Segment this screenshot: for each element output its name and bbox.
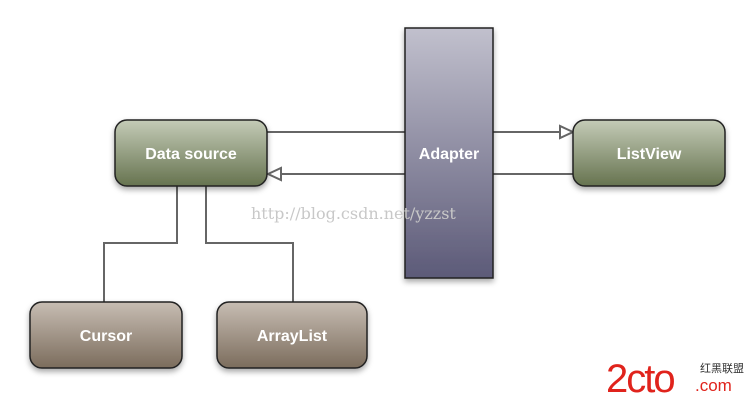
node-label: ArrayList [257,328,328,345]
logo-2cto: 2cto .com 红黑联盟 [606,357,744,401]
connector-datasource-cursor [103,186,178,302]
node-label: Cursor [80,328,132,345]
arrowhead-listview [559,124,576,140]
node-arraylist: ArrayList [216,301,368,369]
connector-datasource-arraylist [205,186,294,302]
node-listview: ListView [572,119,726,187]
logo-suffix: .com [695,376,732,395]
arrowhead-datasource [265,166,282,182]
logo-tagline: 红黑联盟 [700,362,744,375]
connectors [103,131,573,302]
logo-main: 2cto [606,357,674,401]
node-adapter: Adapter [404,27,494,279]
node-label: ListView [617,146,682,163]
node-cursor: Cursor [29,301,183,369]
node-data-source: Data source [114,119,268,187]
node-label: Data source [145,146,237,163]
watermark: http://blog.csdn.net/yzzst [251,204,456,223]
node-label: Adapter [419,146,479,163]
